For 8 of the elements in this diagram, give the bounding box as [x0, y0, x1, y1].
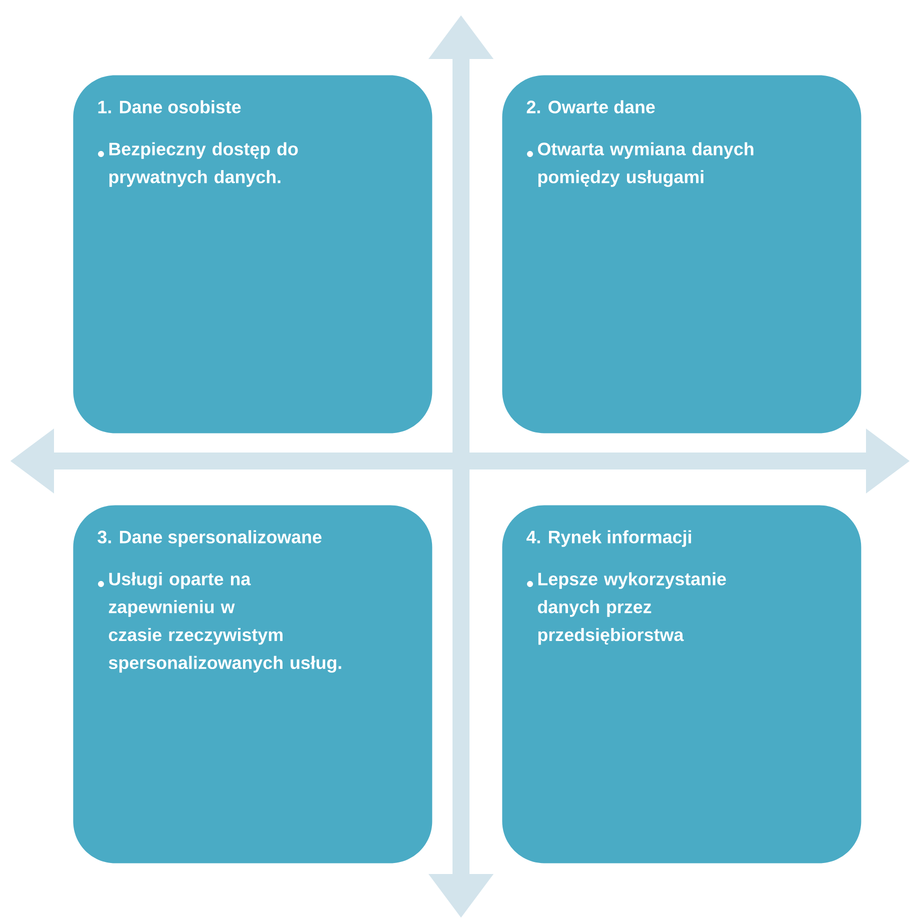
box-heading: 4. Rynek informacji: [526, 530, 692, 547]
bullet-text: Lepsze wykorzystanie danych przez przedsiębiorstwa: [538, 572, 726, 645]
box-heading: 2. Owarte dane: [526, 100, 655, 114]
box-heading: 3. Dane spersonalizowane: [98, 530, 322, 547]
box-heading: 1. Dane osobiste: [98, 100, 241, 114]
bullet-text: Bezpieczny dostęp do prywatnych danych.: [109, 142, 298, 187]
bullet-text: Otwarta wymiana danych pomiędzy usługami: [538, 142, 754, 187]
bullet-text: Usługi oparte na zapewnieniu w czasie rzeczywistym spersonalizowanych usług.: [108, 572, 342, 673]
